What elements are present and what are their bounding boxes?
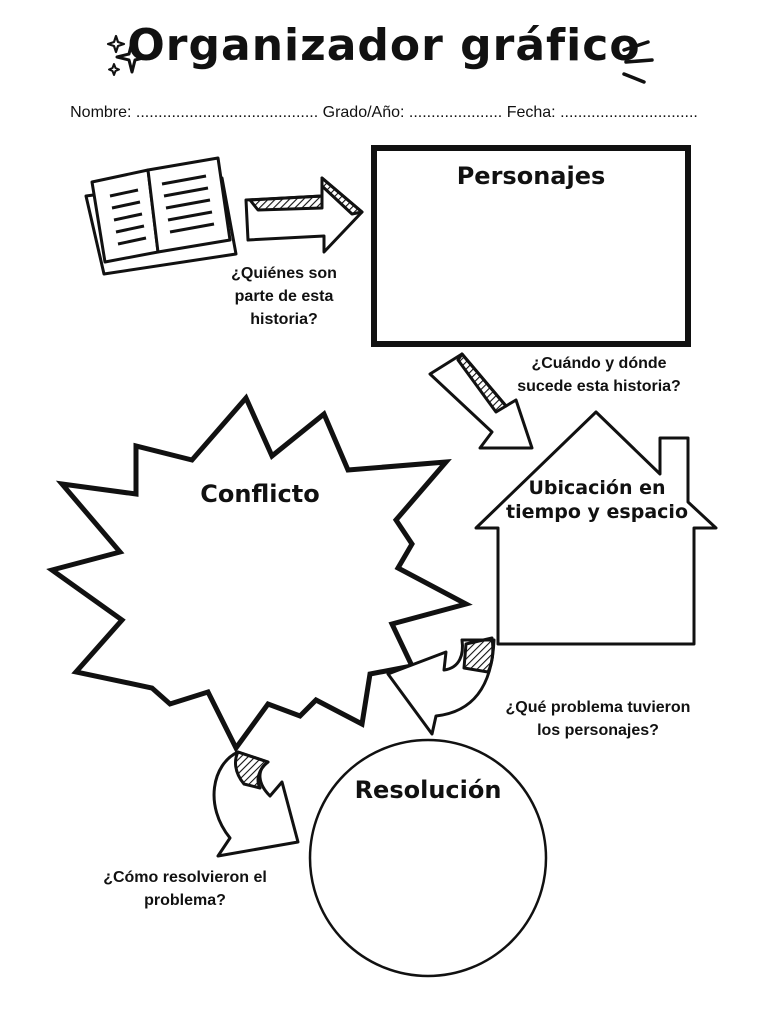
house-shape[interactable] [474,410,718,646]
arrow-icon [212,750,300,858]
question-line: problema? [144,892,226,909]
ubicacion-question: ¿Cuándo y dónde sucede esta historia? [496,352,702,398]
resolucion-question: ¿Cómo resolvieron el problema? [80,866,290,912]
arrow-icon [428,352,534,450]
open-book-icon [84,156,238,276]
resolucion-circle[interactable] [308,738,548,978]
question-line: ¿Cuándo y dónde [531,355,667,372]
fecha-field[interactable]: Fecha: ............................... [506,104,698,121]
grado-field[interactable]: Grado/Año: ..................... [322,104,503,121]
resolucion-label: Resolución [354,776,502,804]
arrow-icon [386,636,496,736]
question-line: sucede esta historia? [517,378,681,395]
page-title: Organizador gráfico [127,20,641,71]
ubicacion-label: Ubicación en tiempo y espacio [490,476,704,524]
student-info-line: Nombre: ................................… [0,104,768,122]
ubicacion-label-line-1: Ubicación en [528,477,666,499]
question-line: parte de esta [234,288,334,305]
burst-lines-icon [622,40,654,84]
sparkle-icon [106,34,149,76]
personajes-label: Personajes [456,162,606,190]
personajes-box[interactable] [371,145,691,347]
question-line: ¿Qué problema tuvieron [505,699,691,716]
conflicto-question: ¿Qué problema tuvieron los personajes? [480,696,716,742]
arrow-icon [244,176,364,254]
question-line: historia? [250,311,318,328]
conflicto-label: Conflicto [200,480,320,508]
question-line: ¿Cómo resolvieron el [103,869,267,886]
question-line: los personajes? [537,722,659,739]
nombre-field[interactable]: Nombre: ................................… [70,104,319,121]
personajes-question: ¿Quiénes son parte de esta historia? [214,262,354,331]
ubicacion-label-line-2: tiempo y espacio [506,501,688,523]
question-line: ¿Quiénes son [231,265,337,282]
